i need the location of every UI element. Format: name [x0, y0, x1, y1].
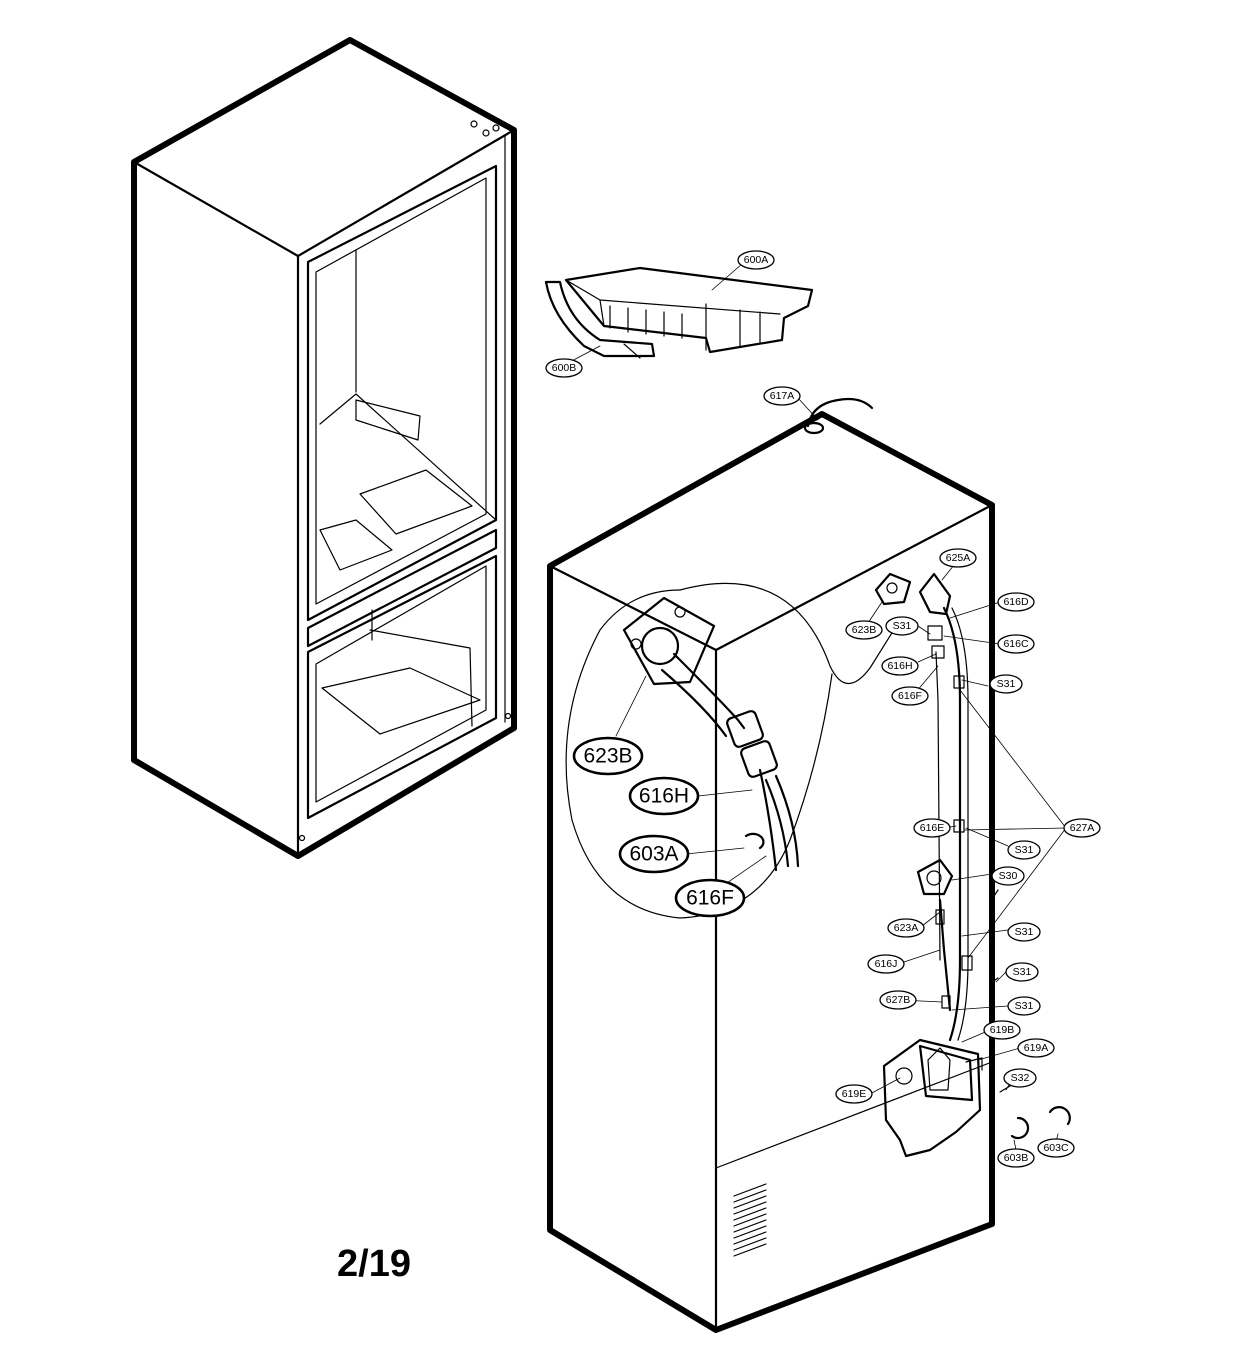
svg-text:619E: 619E — [842, 1088, 867, 1100]
svg-text:S32: S32 — [1011, 1072, 1030, 1084]
svg-text:S31: S31 — [1015, 844, 1034, 856]
detail-callout-616F: 616F — [674, 878, 746, 918]
svg-text:603B: 603B — [1004, 1152, 1029, 1164]
svg-text:616H: 616H — [639, 785, 689, 808]
svg-text:616H: 616H — [887, 660, 912, 672]
callout-600A: 600A — [737, 250, 775, 270]
callout-603B: 603B — [997, 1148, 1035, 1168]
callout-600B: 600B — [545, 358, 583, 378]
callout-S31-b: S31 — [989, 674, 1023, 694]
cabinet-rear-view — [547, 397, 1071, 1333]
callout-616C: 616C — [997, 634, 1035, 654]
callout-619A: 619A — [1017, 1038, 1055, 1058]
callout-603C: 603C — [1037, 1138, 1075, 1158]
cabinet-front-view — [131, 37, 517, 859]
svg-text:616D: 616D — [1003, 596, 1029, 608]
svg-text:616E: 616E — [920, 822, 945, 834]
svg-text:600B: 600B — [552, 362, 577, 374]
vent-grille — [733, 1183, 767, 1257]
svg-text:617A: 617A — [770, 390, 795, 402]
svg-text:S31: S31 — [893, 620, 912, 632]
svg-text:S31: S31 — [1015, 926, 1034, 938]
page-number: 2/19 — [337, 1243, 411, 1285]
svg-text:623B: 623B — [852, 624, 877, 636]
detail-callout-616H: 616H — [628, 776, 700, 816]
callout-616H-small: 616H — [881, 656, 919, 676]
callout-619E: 619E — [835, 1084, 873, 1104]
svg-text:616F: 616F — [686, 887, 734, 910]
svg-text:627A: 627A — [1070, 822, 1095, 834]
svg-text:619B: 619B — [990, 1024, 1015, 1036]
svg-text:S30: S30 — [999, 870, 1018, 882]
callout-S31-c: S31 — [1007, 840, 1041, 860]
svg-text:616J: 616J — [875, 958, 898, 970]
svg-text:623B: 623B — [583, 745, 632, 768]
callout-617A: 617A — [763, 386, 801, 406]
callout-627A: 627A — [1063, 818, 1101, 838]
svg-text:603A: 603A — [629, 843, 678, 866]
svg-text:616C: 616C — [1003, 638, 1029, 650]
callout-625A: 625A — [939, 548, 977, 568]
svg-text:625A: 625A — [946, 552, 971, 564]
callout-S31-a: S31 — [885, 616, 919, 636]
detail-magnified-view — [565, 582, 901, 919]
svg-text:603C: 603C — [1043, 1142, 1069, 1154]
callout-S31-e: S31 — [1005, 962, 1039, 982]
callout-616D: 616D — [997, 592, 1035, 612]
svg-text:616F: 616F — [898, 690, 922, 702]
callout-623B-small: 623B — [845, 620, 883, 640]
svg-text:623A: 623A — [894, 922, 919, 934]
svg-text:600A: 600A — [744, 254, 769, 266]
callout-616E: 616E — [913, 818, 951, 838]
callout-S30: S30 — [991, 866, 1025, 886]
detail-callout-623B: 623B — [572, 736, 644, 776]
detail-callout-603A: 603A — [618, 834, 690, 874]
svg-text:627B: 627B — [886, 994, 911, 1006]
svg-text:619A: 619A — [1024, 1042, 1049, 1054]
callout-616F-small: 616F — [891, 686, 929, 706]
svg-text:S31: S31 — [1015, 1000, 1034, 1012]
callout-S31-f: S31 — [1007, 996, 1041, 1016]
callout-S32: S32 — [1003, 1068, 1037, 1088]
callout-619B: 619B — [983, 1020, 1021, 1040]
callout-616J: 616J — [867, 954, 905, 974]
callout-627B: 627B — [879, 990, 917, 1010]
svg-text:S31: S31 — [997, 678, 1016, 690]
ice-maker-assembly — [544, 266, 814, 359]
callout-623A: 623A — [887, 918, 925, 938]
callout-S31-d: S31 — [1007, 922, 1041, 942]
svg-text:S31: S31 — [1013, 966, 1032, 978]
